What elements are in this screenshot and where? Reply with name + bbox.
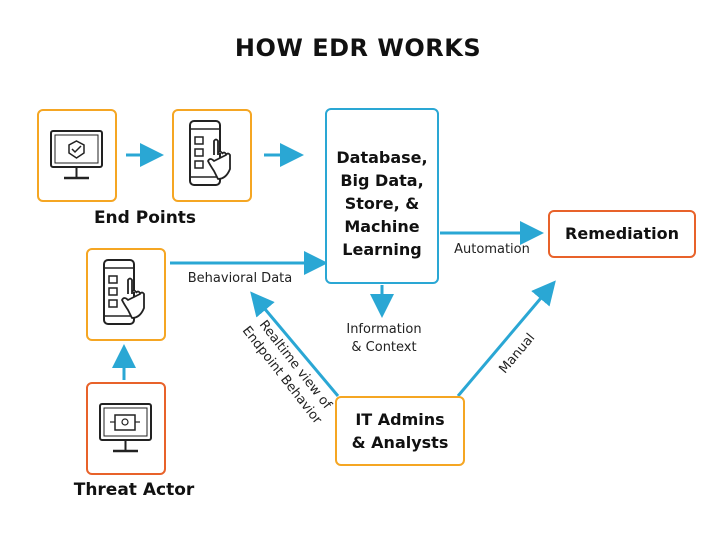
- endpoint-monitor-box: [37, 109, 117, 202]
- page-title: HOW EDR WORKS: [234, 34, 482, 62]
- remediation-label: Remediation: [565, 224, 679, 243]
- label-behavioral-data: Behavioral Data: [188, 271, 292, 286]
- it-admins-line-1: IT Admins: [355, 410, 445, 429]
- endpoint-tablet-box-2: [86, 248, 166, 341]
- database-line-1: Database,: [336, 148, 428, 167]
- database-line-3: Store, &: [344, 194, 420, 213]
- database-text: Database, Big Data, Store, & Machine Lea…: [327, 146, 437, 261]
- monitor-shield-icon: [50, 130, 103, 180]
- database-line-5: Learning: [342, 240, 422, 259]
- database-box: Database, Big Data, Store, & Machine Lea…: [325, 108, 439, 284]
- threat-actor-label: Threat Actor: [73, 480, 195, 500]
- remediation-box: Remediation: [548, 210, 696, 258]
- database-line-2: Big Data,: [340, 171, 424, 190]
- monitor-bug-icon: [99, 403, 152, 453]
- end-points-label: End Points: [93, 208, 197, 228]
- it-admins-box: IT Admins & Analysts: [335, 396, 465, 466]
- tablet-touch-icon: [189, 120, 231, 186]
- it-admins-text: IT Admins & Analysts: [337, 408, 463, 454]
- label-manual: Manual: [496, 331, 538, 377]
- it-admins-line-2: & Analysts: [351, 433, 449, 452]
- arrow-manual: [456, 280, 556, 397]
- database-line-4: Machine: [344, 217, 420, 236]
- arrow-realtime-view: [250, 291, 340, 397]
- threat-actor-box: [86, 382, 166, 475]
- label-information: Information: [346, 322, 421, 337]
- label-context: & Context: [351, 340, 416, 355]
- label-automation: Automation: [454, 242, 530, 257]
- tablet-touch-icon: [103, 259, 145, 325]
- endpoint-tablet-box: [172, 109, 252, 202]
